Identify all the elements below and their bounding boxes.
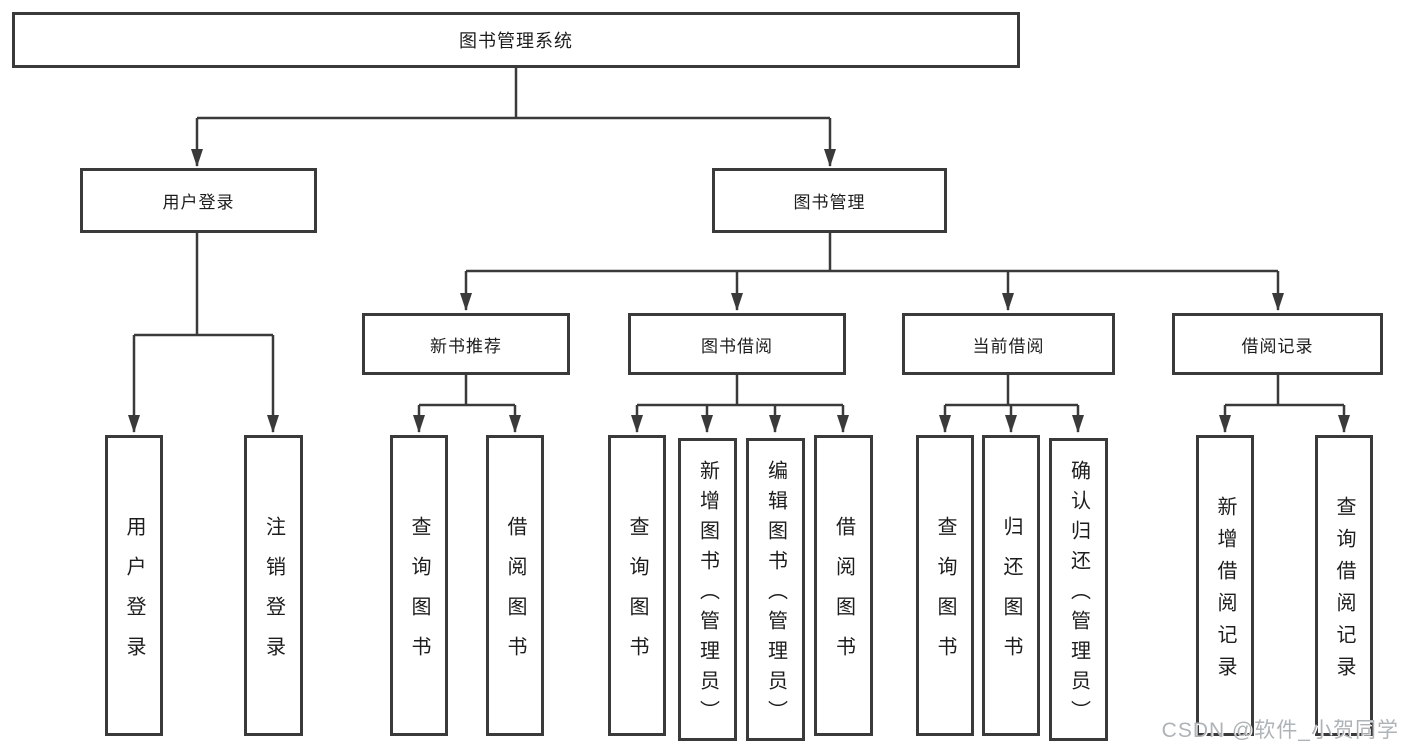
node-borrow-records: 借阅记录 — [1172, 313, 1383, 375]
node-leaf-borrow-books: 借阅图书 — [814, 435, 873, 736]
node-leaf-query-books-recommend: 查询图书 — [390, 435, 448, 736]
node-leaf-return-books: 归还图书 — [982, 435, 1040, 736]
node-book-borrow: 图书借阅 — [628, 313, 846, 375]
node-leaf-borrow-books-recommend: 借阅图书 — [486, 435, 544, 736]
node-leaf-borrow-books-recommend-label: 借阅图书 — [504, 515, 526, 676]
node-leaf-query-books-borrow-label: 查询图书 — [626, 515, 648, 676]
node-user-login-label: 用户登录 — [162, 193, 235, 212]
node-leaf-query-borrow-record: 查询借阅记录 — [1315, 435, 1373, 736]
node-leaf-logout: 注销登录 — [244, 435, 303, 736]
node-book-management: 图书管理 — [712, 168, 947, 233]
node-leaf-edit-books-admin-label: 编辑图书（管理员） — [764, 459, 787, 730]
node-leaf-confirm-return-admin-label: 确认归还（管理员） — [1067, 459, 1090, 730]
node-leaf-edit-books-admin: 编辑图书（管理员） — [746, 438, 805, 741]
node-leaf-add-books-admin-label: 新增图书（管理员） — [696, 459, 719, 730]
node-leaf-query-borrow-record-label: 查询借阅记录 — [1333, 495, 1355, 688]
node-leaf-return-books-label: 归还图书 — [1000, 515, 1022, 676]
node-leaf-user-login: 用户登录 — [105, 435, 163, 736]
node-library-system-label: 图书管理系统 — [459, 31, 573, 51]
node-leaf-query-books-recommend-label: 查询图书 — [408, 515, 430, 676]
node-borrow-records-label: 借阅记录 — [1241, 336, 1314, 356]
node-library-system: 图书管理系统 — [12, 12, 1020, 68]
node-current-borrow-label: 当前借阅 — [972, 336, 1045, 356]
node-new-book-recommend-label: 新书推荐 — [430, 336, 502, 356]
node-leaf-add-borrow-record: 新增借阅记录 — [1196, 435, 1254, 736]
node-leaf-logout-label: 注销登录 — [262, 515, 285, 676]
node-new-book-recommend: 新书推荐 — [362, 313, 570, 375]
node-leaf-add-borrow-record-label: 新增借阅记录 — [1214, 495, 1236, 688]
node-leaf-borrow-books-label: 借阅图书 — [832, 515, 855, 676]
node-book-management-label: 图书管理 — [793, 193, 866, 212]
node-leaf-user-login-label: 用户登录 — [123, 515, 145, 676]
node-leaf-query-books-current-label: 查询图书 — [934, 515, 956, 676]
node-leaf-confirm-return-admin: 确认归还（管理员） — [1049, 438, 1108, 741]
csdn-watermark: CSDN @软件_小贺同学 — [1161, 719, 1399, 742]
node-leaf-add-books-admin: 新增图书（管理员） — [678, 438, 737, 741]
node-user-login: 用户登录 — [80, 168, 317, 233]
node-book-borrow-label: 图书借阅 — [701, 336, 773, 356]
node-leaf-query-books-borrow: 查询图书 — [608, 435, 666, 736]
node-current-borrow: 当前借阅 — [902, 313, 1115, 375]
node-leaf-query-books-current: 查询图书 — [916, 435, 974, 736]
